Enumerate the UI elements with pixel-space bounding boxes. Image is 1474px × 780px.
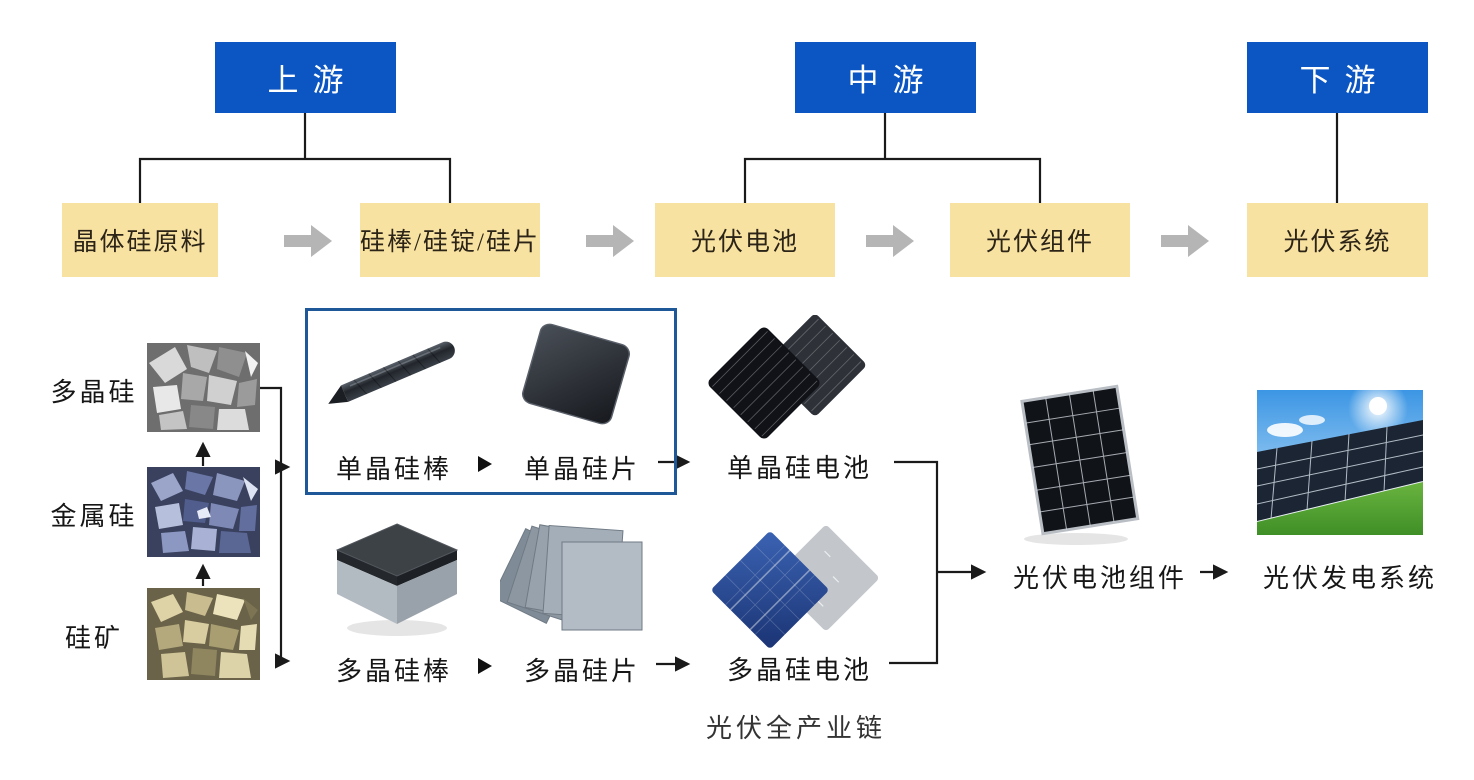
polysilicon-chunks-image [147, 343, 260, 432]
chain-box-label: 硅棒/硅锭/硅片 [360, 229, 540, 256]
poly-rod-label: 多晶硅棒 [335, 657, 452, 686]
tier-box-upstream: 上游 [215, 42, 396, 113]
poly-silicon-wafer-stack-image [500, 524, 643, 631]
mono-silicon-cell-image [708, 315, 866, 439]
mono-route-highlight-frame [305, 308, 677, 495]
silicon-ore-rocks-image [147, 588, 260, 680]
chain-box-label: 光伏电池 [690, 229, 799, 256]
cells-merge-bracket [889, 460, 939, 665]
tier-box-downstream: 下游 [1247, 42, 1428, 113]
poly-wafer-label: 多晶硅片 [523, 657, 640, 686]
diagram-caption: 光伏全产业链 [705, 714, 886, 743]
chain-box-rod-ingot-wafer: 硅棒/硅锭/硅片 [360, 203, 540, 277]
mono-silicon-rod-image [328, 341, 455, 404]
poly-cell-label: 多晶硅电池 [726, 656, 872, 685]
upstream-branch-line [138, 157, 452, 203]
mono-silicon-wafer-image [521, 323, 631, 425]
midstream-branch-line [743, 157, 1042, 203]
chain-box-label: 光伏系统 [1283, 229, 1392, 256]
block-arrow-icon [866, 222, 916, 260]
tier-label-upstream: 上游 [267, 63, 358, 98]
polysilicon-to-poly-rod-arrow [260, 386, 291, 669]
right-triangle-icon [478, 456, 492, 472]
chain-box-pv-module: 光伏组件 [950, 203, 1130, 277]
material-label-metal-silicon: 金属硅 [50, 502, 138, 531]
mono-rod-label: 单晶硅棒 [335, 455, 452, 484]
chain-box-label: 晶体硅原料 [72, 229, 208, 256]
poly-silicon-cell-image [712, 526, 879, 648]
pv-power-plant-image [1257, 390, 1423, 535]
mono-cell-label: 单晶硅电池 [726, 454, 872, 483]
pv-module-panel-image [1020, 384, 1140, 545]
material-label-silicon-ore: 硅矿 [64, 624, 123, 653]
right-triangle-icon [478, 658, 492, 674]
tier-box-midstream: 中游 [795, 42, 976, 113]
block-arrow-icon [284, 222, 334, 260]
chain-box-crystal-silicon-raw: 晶体硅原料 [62, 203, 218, 277]
pv-module-label: 光伏电池组件 [1012, 564, 1187, 593]
metallurgical-silicon-rocks-image [147, 467, 260, 557]
block-arrow-icon [1161, 222, 1211, 260]
chain-box-pv-system: 光伏系统 [1247, 203, 1428, 277]
tier-label-midstream: 中游 [847, 63, 938, 98]
material-label-polysilicon: 多晶硅 [50, 378, 138, 407]
mono-wafer-label: 单晶硅片 [523, 455, 640, 484]
poly-silicon-ingot-image [335, 523, 459, 636]
tier-label-downstream: 下游 [1299, 63, 1390, 98]
block-arrow-icon [586, 222, 636, 260]
chain-box-label: 光伏组件 [985, 229, 1094, 256]
chain-box-pv-cell: 光伏电池 [655, 203, 835, 277]
pv-system-label: 光伏发电系统 [1262, 564, 1437, 593]
